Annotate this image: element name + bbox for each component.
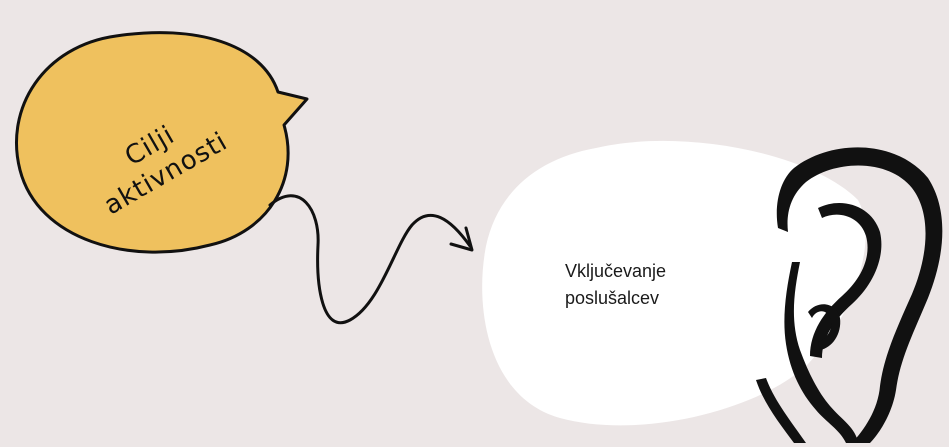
blob-label-line1: Vključevanje <box>565 261 667 281</box>
arrow-head-icon <box>449 226 474 252</box>
blob-label-line2: poslušalcev <box>565 288 660 308</box>
white-blob <box>482 140 866 426</box>
speech-bubble <box>15 31 309 254</box>
connector-arrow <box>268 194 472 324</box>
blob-label: Vključevanje poslušalcev <box>565 258 765 312</box>
ear-icon <box>756 147 943 443</box>
